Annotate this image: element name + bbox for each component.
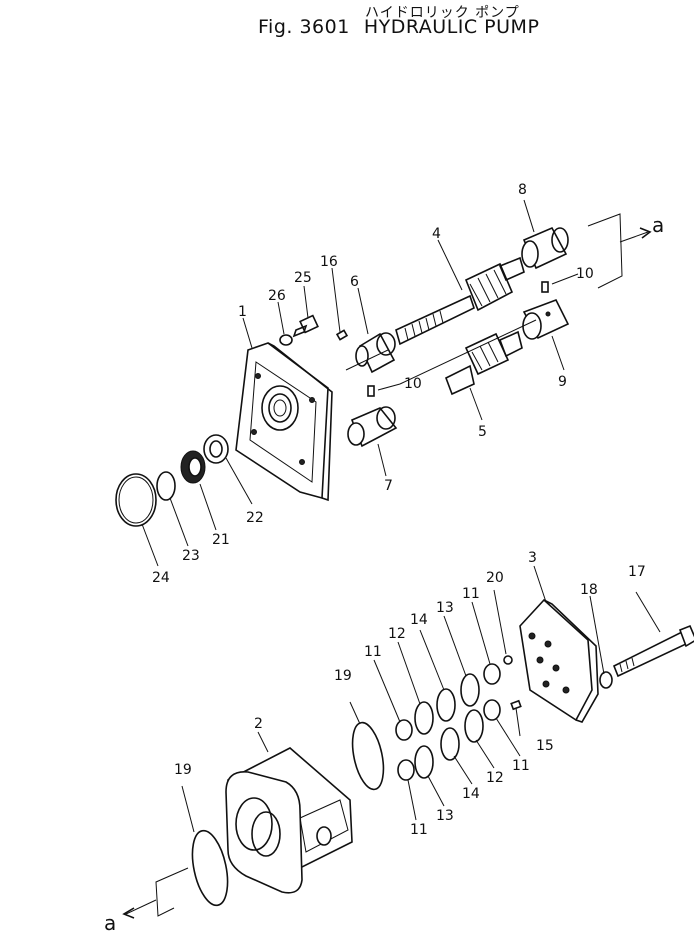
callout-11-b: 11 bbox=[364, 644, 382, 660]
callout-10-mid: 10 bbox=[404, 376, 422, 392]
callout-6: 6 bbox=[350, 274, 359, 290]
reference-bracket-bottom: a bbox=[104, 867, 189, 933]
callout-8: 8 bbox=[518, 182, 527, 198]
callout-18: 18 bbox=[580, 582, 598, 598]
callout-20: 20 bbox=[486, 570, 504, 586]
part-title: HYDRAULIC PUMP bbox=[363, 16, 540, 38]
callout-13-b: 13 bbox=[436, 808, 454, 824]
dowel-pins bbox=[335, 281, 549, 397]
part-5-driven-gear bbox=[444, 330, 523, 396]
part-19-o-ring-right bbox=[351, 721, 385, 791]
part-4-drive-gear-shaft bbox=[395, 256, 525, 346]
part-19-o-ring-left bbox=[191, 829, 229, 907]
callout-23: 23 bbox=[182, 548, 200, 564]
callout-7: 7 bbox=[384, 478, 393, 494]
callout-10-top: 10 bbox=[576, 266, 594, 282]
callout-11-a: 11 bbox=[462, 586, 480, 602]
part-11-side-plates bbox=[395, 663, 501, 781]
part-7-bushing bbox=[347, 406, 398, 448]
callout-15: 15 bbox=[536, 738, 554, 754]
callout-24: 24 bbox=[152, 570, 170, 586]
part-21-oil-seal bbox=[180, 450, 206, 484]
part-6-bushing bbox=[355, 332, 396, 374]
callout-11-c: 11 bbox=[512, 758, 530, 774]
part-8-bushing bbox=[521, 226, 569, 270]
callout-17: 17 bbox=[628, 564, 646, 580]
callout-3: 3 bbox=[528, 550, 537, 566]
callout-22: 22 bbox=[246, 510, 264, 526]
callout-4: 4 bbox=[432, 226, 441, 242]
part-17-bolt bbox=[612, 624, 694, 678]
arrow-label-top: a bbox=[652, 213, 664, 237]
callout-26: 26 bbox=[268, 288, 286, 304]
part-18-washer bbox=[599, 671, 613, 689]
callout-1: 1 bbox=[238, 304, 247, 320]
part-23-snap-ring bbox=[156, 471, 176, 501]
japanese-title: ハイドロリック ポンプ bbox=[365, 5, 520, 21]
callout-12-b: 12 bbox=[486, 770, 504, 786]
callout-13-a: 13 bbox=[436, 600, 454, 616]
callout-14-a: 14 bbox=[410, 612, 428, 628]
part-26-washer bbox=[279, 334, 293, 346]
part-9-bushing bbox=[522, 298, 570, 340]
arrow-label-bottom: a bbox=[104, 911, 116, 933]
callout-9: 9 bbox=[558, 374, 567, 390]
callout-16: 16 bbox=[320, 254, 338, 270]
part-2-pump-body bbox=[225, 747, 353, 894]
callout-11-d: 11 bbox=[410, 822, 428, 838]
part-25-bolt bbox=[292, 314, 319, 338]
callout-25: 25 bbox=[294, 270, 312, 286]
fig-number: Fig. 3601 bbox=[258, 16, 350, 38]
part-12-13-14-seals bbox=[414, 673, 484, 779]
callout-21: 21 bbox=[212, 532, 230, 548]
figure-title: Fig. 3601 HYDRAULIC PUMP bbox=[258, 16, 553, 38]
part-15-pin bbox=[510, 699, 522, 711]
callout-2: 2 bbox=[254, 716, 263, 732]
part-20-ball bbox=[503, 655, 513, 665]
callout-14-b: 14 bbox=[462, 786, 480, 802]
leader-lines bbox=[141, 199, 661, 833]
part-3-rear-cover bbox=[519, 598, 599, 723]
part-22-washer bbox=[203, 434, 229, 464]
part-24-o-ring bbox=[115, 473, 157, 527]
callout-numbers: 1 2 3 4 5 6 7 8 9 10 10 11 11 11 11 12 1… bbox=[152, 182, 646, 838]
callout-19-right: 19 bbox=[334, 668, 352, 684]
reference-bracket-top: a bbox=[587, 213, 664, 289]
callout-12-a: 12 bbox=[388, 626, 406, 642]
part-1-front-cover bbox=[235, 342, 333, 502]
callout-19-left: 19 bbox=[174, 762, 192, 778]
callout-5: 5 bbox=[478, 424, 487, 440]
